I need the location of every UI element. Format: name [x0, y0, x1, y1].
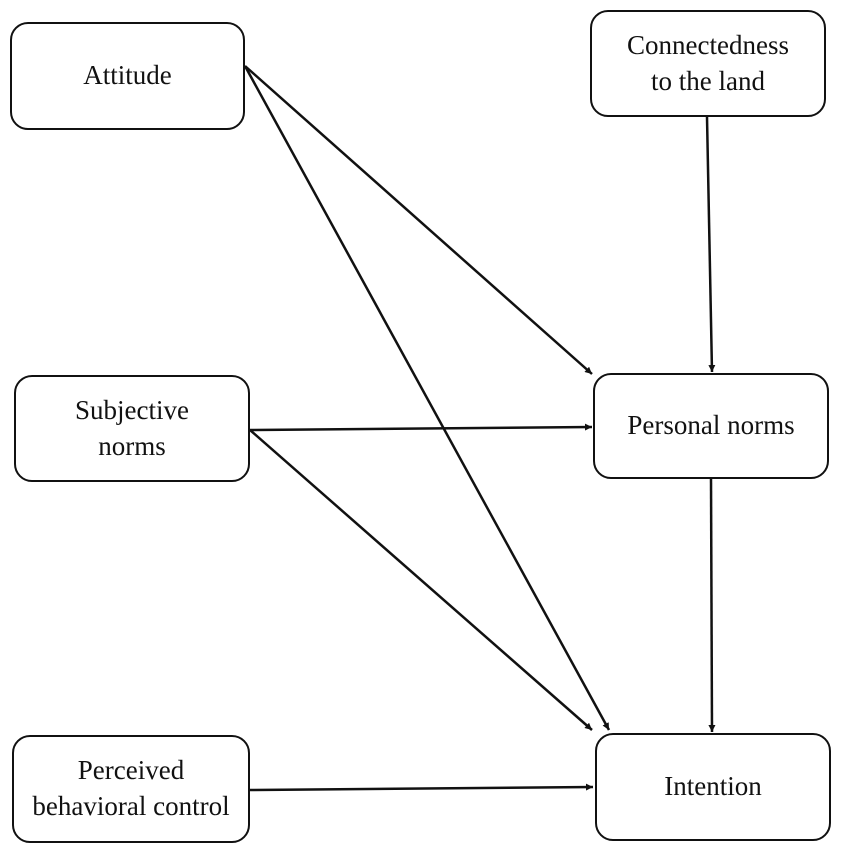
arrow-attitude-to-intention [243, 65, 611, 731]
arrow-subjective-to-personal [249, 423, 593, 432]
arrow-attitude-to-personal [244, 65, 593, 375]
arrow-personal-to-intention [708, 478, 716, 733]
arrow-subjective-to-intention [249, 429, 593, 731]
node-attitude-line-1: Attitude [83, 60, 172, 91]
node-personal-norms: Personal norms [593, 373, 829, 479]
node-connectedness-to-the-land: Connectedness to the land [590, 10, 826, 117]
node-personal-line-1: Personal norms [627, 410, 795, 441]
node-subjective-norms: Subjective norms [14, 375, 250, 482]
node-intention: Intention [595, 733, 831, 841]
node-subjective-line-1: Subjective [75, 394, 189, 425]
edge-layer [243, 65, 716, 792]
node-attitude: Attitude [10, 22, 245, 130]
node-connectedness-line-2: to the land [651, 65, 765, 96]
node-pbc-line-2: behavioral control [32, 791, 230, 821]
node-connectedness-line-1: Connectedness [627, 29, 789, 60]
arrow-connectedness-to-personal [705, 116, 716, 373]
node-pbc-line-1: Perceived [77, 755, 185, 786]
node-intention-line-1: Intention [664, 771, 762, 802]
arrow-pbc-to-intention [249, 783, 594, 792]
node-subjective-line-2: norms [98, 430, 166, 461]
node-perceived-behavioral-control: Perceived behavioral control [12, 735, 250, 843]
